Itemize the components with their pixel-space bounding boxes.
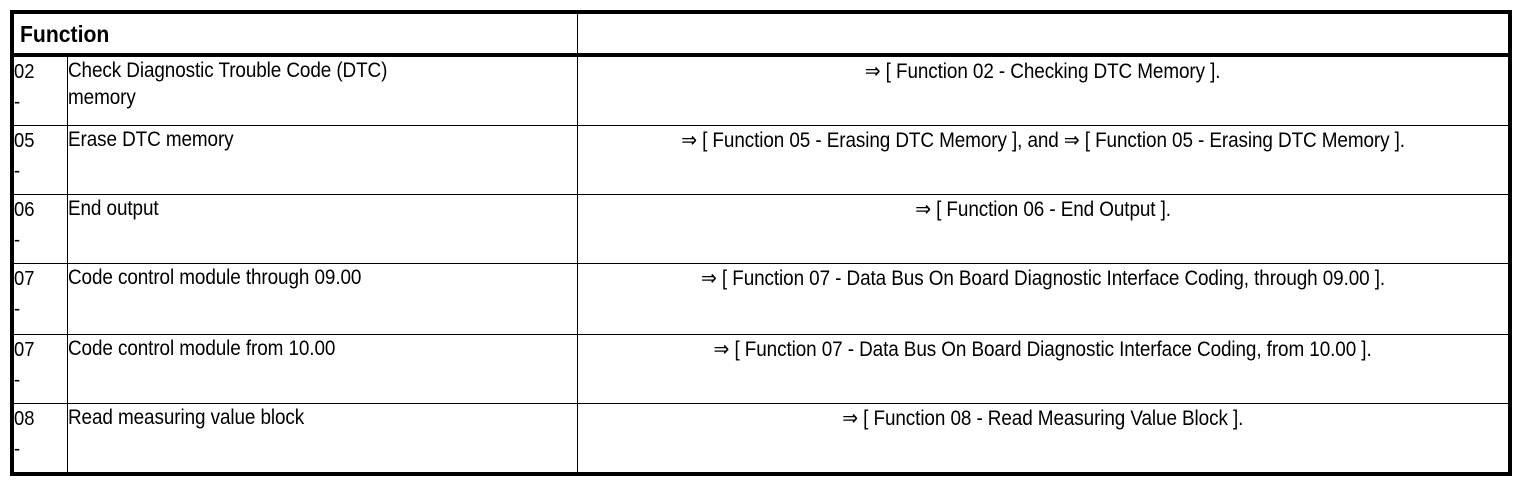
function-code-text: 02 - (14, 61, 35, 113)
cell-function-code: 02 - (11, 54, 68, 126)
table-row: 05 - Erase DTC memory ⇒ [ Function 05 - … (11, 125, 1511, 195)
cell-function-link[interactable]: ⇒ [ Function 02 - Checking DTC Memory ]. (576, 54, 1511, 126)
function-code-text: 07 - (14, 268, 35, 320)
table-row: 02 - Check Diagnostic Trouble Code (DTC)… (11, 54, 1511, 126)
function-reference-table: Function 02 - Check Diagnostic Trouble C… (10, 10, 1512, 476)
function-code-text: 06 - (14, 199, 35, 251)
function-link-text[interactable]: ⇒ [ Function 07 - Data Bus On Board Diag… (713, 338, 1372, 361)
cell-function-description: Code control module from 10.00 (66, 334, 578, 404)
cell-function-description: Erase DTC memory (66, 125, 578, 195)
function-link-text[interactable]: ⇒ [ Function 08 - Read Measuring Value B… (842, 407, 1244, 430)
header-cell-function: Function (11, 11, 578, 57)
cell-function-link[interactable]: ⇒ [ Function 05 - Erasing DTC Memory ], … (576, 125, 1511, 195)
cell-function-link[interactable]: ⇒ [ Function 08 - Read Measuring Value B… (576, 403, 1511, 475)
function-description-text: Read measuring value block (67, 406, 304, 429)
function-link-text[interactable]: ⇒ [ Function 07 - Data Bus On Board Diag… (700, 267, 1385, 290)
cell-function-link[interactable]: ⇒ [ Function 06 - End Output ]. (576, 194, 1511, 264)
cell-function-description: Read measuring value block (66, 403, 578, 475)
function-code-text: 05 - (14, 130, 35, 182)
table-row: 08 - Read measuring value block ⇒ [ Func… (11, 403, 1511, 475)
function-description-text: Erase DTC memory (67, 128, 234, 151)
table-body: 02 - Check Diagnostic Trouble Code (DTC)… (11, 54, 1511, 475)
header-label-function: Function (20, 21, 110, 47)
table-row: 06 - End output ⇒ [ Function 06 - End Ou… (11, 194, 1511, 264)
table-row: 07 - Code control module from 10.00 ⇒ [ … (11, 334, 1511, 404)
cell-function-description: End output (66, 194, 578, 264)
function-description-text: Code control module through 09.00 (67, 266, 361, 289)
cell-function-code: 07 - (11, 334, 68, 404)
function-link-text[interactable]: ⇒ [ Function 02 - Checking DTC Memory ]. (864, 60, 1221, 83)
cell-function-description: Code control module through 09.00 (66, 263, 578, 335)
function-link-text[interactable]: ⇒ [ Function 06 - End Output ]. (914, 198, 1171, 221)
function-description-text: End output (67, 197, 159, 220)
function-link-text[interactable]: ⇒ [ Function 05 - Erasing DTC Memory ], … (680, 129, 1405, 152)
cell-function-description: Check Diagnostic Trouble Code (DTC) memo… (66, 54, 578, 126)
cell-function-code: 06 - (11, 194, 68, 264)
function-description-text: Check Diagnostic Trouble Code (DTC) memo… (67, 59, 387, 109)
table-header-row: Function (11, 11, 1511, 57)
table-row: 07 - Code control module through 09.00 ⇒… (11, 263, 1511, 335)
function-code-text: 08 - (14, 408, 35, 460)
cell-function-code: 05 - (11, 125, 68, 195)
header-cell-blank (576, 11, 1511, 57)
cell-function-code: 08 - (11, 403, 68, 475)
cell-function-link[interactable]: ⇒ [ Function 07 - Data Bus On Board Diag… (576, 334, 1511, 404)
cell-function-code: 07 - (11, 263, 68, 335)
cell-function-link[interactable]: ⇒ [ Function 07 - Data Bus On Board Diag… (576, 263, 1511, 335)
function-code-text: 07 - (14, 339, 35, 391)
function-description-text: Code control module from 10.00 (67, 337, 335, 360)
